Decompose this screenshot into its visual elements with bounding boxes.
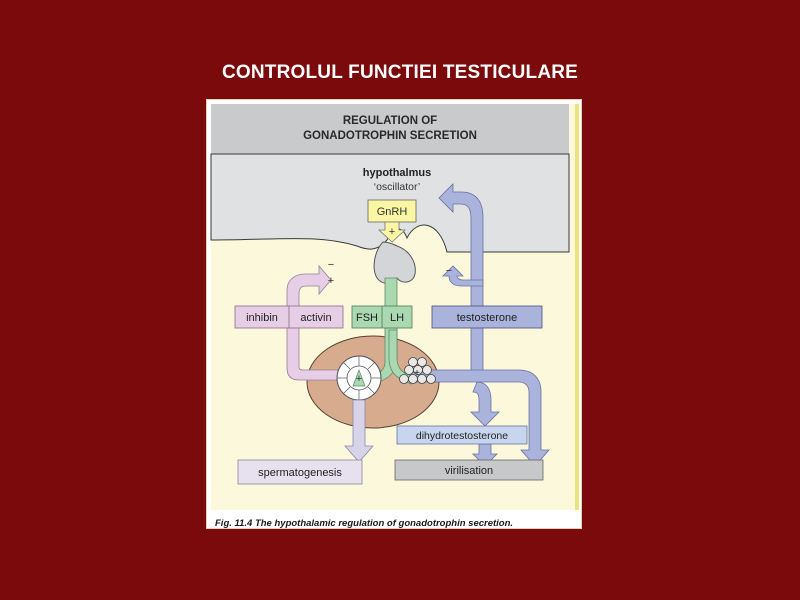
hypothalamus-label: hypothalmus xyxy=(363,167,431,179)
virilisation-label: virilisation xyxy=(445,465,493,477)
sertoli-tubule xyxy=(336,355,382,401)
spermatogenesis-label: spermatogenesis xyxy=(258,467,342,479)
header-band xyxy=(211,104,569,154)
leydig-plus: + xyxy=(414,368,420,379)
gnrh-label: GnRH xyxy=(377,206,408,218)
spermatogenesis-box xyxy=(237,459,363,485)
lh-label: LH xyxy=(390,312,404,324)
fsh-label: FSH xyxy=(356,312,378,324)
inhibin-minus: − xyxy=(328,259,334,271)
virilisation-box xyxy=(394,459,544,481)
testosterone-label: testosterone xyxy=(457,312,518,324)
gnrh-arrow xyxy=(377,221,407,243)
activin-plus: + xyxy=(328,275,334,287)
spermatogenesis-arrow xyxy=(344,399,374,463)
activin-label: activin xyxy=(300,312,331,324)
figure-panel: REGULATION OF GONADOTROPHIN SECRETION hy… xyxy=(206,99,582,529)
leydig-cells xyxy=(399,357,436,384)
gnrh-plus: + xyxy=(389,226,395,238)
testosterone-box xyxy=(431,305,543,329)
regulation-diagram: REGULATION OF GONADOTROPHIN SECRETION hy… xyxy=(210,104,579,529)
figure-caption: Fig. 11.4 The hypothalamic regulation of… xyxy=(215,518,513,529)
sertoli-plus: + xyxy=(356,373,362,385)
side-strip xyxy=(575,104,579,510)
dihydrotestosterone-box xyxy=(396,425,528,445)
testosterone-minus: − xyxy=(446,265,452,277)
dihydrotestosterone-label: dihydrotestosterone xyxy=(416,430,508,442)
header-line-1: REGULATION OF xyxy=(343,115,437,127)
oscillator-label: ‘oscillator’ xyxy=(374,181,421,193)
header-line-2: GONADOTROPHIN SECRETION xyxy=(303,130,477,142)
pituitary-gland xyxy=(373,241,416,284)
inhibin-label: inhibin xyxy=(246,312,278,324)
slide-title: CONTROLUL FUNCTIEI TESTICULARE xyxy=(221,62,579,83)
